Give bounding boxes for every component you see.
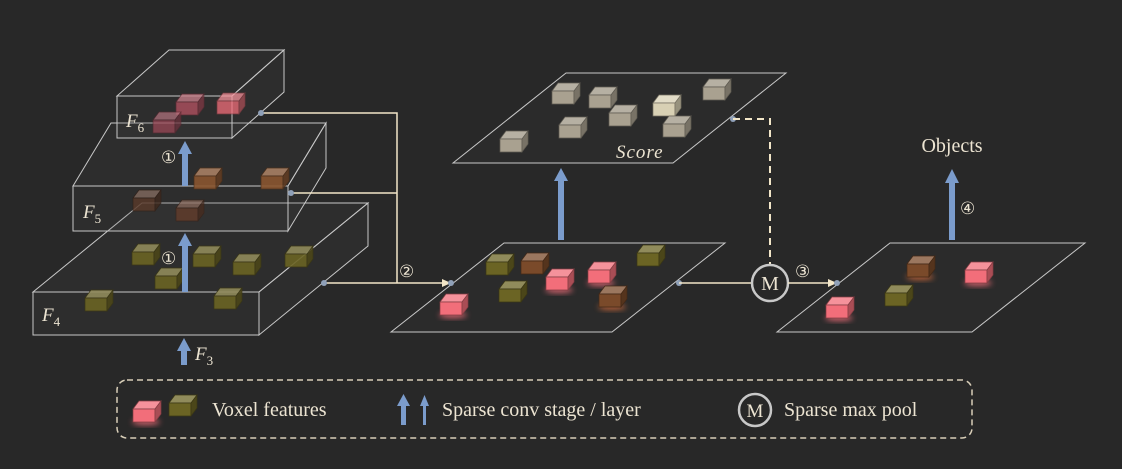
merged-plane-in-dot <box>448 280 454 286</box>
step-1-lower: ① <box>161 249 176 268</box>
voxel-cube <box>154 266 184 291</box>
voxel-cube <box>439 292 469 318</box>
score-to-pool-dashed <box>733 118 771 265</box>
voxel-cube <box>662 114 692 139</box>
voxel-cube <box>884 283 914 308</box>
voxel-cube <box>498 279 528 304</box>
voxel-cube <box>608 103 638 128</box>
voxel-cube <box>545 267 575 293</box>
f5-label: F5 <box>82 202 101 226</box>
voxel-cube <box>152 110 182 135</box>
f6-connect-dot <box>258 110 264 116</box>
conv-arrow-f5-f6 <box>178 141 192 186</box>
voxel-cube <box>587 260 617 286</box>
voxel-cube <box>260 166 290 191</box>
score-voxels <box>499 77 732 154</box>
f4-connect-dot <box>321 280 327 286</box>
step-1-upper: ① <box>161 148 176 167</box>
step-2: ② <box>399 262 414 281</box>
voxel-cube <box>551 81 581 106</box>
legend-conv-label: Sparse conv stage / layer <box>442 399 641 421</box>
step-3: ③ <box>795 262 810 281</box>
legend-pool-symbol: M <box>747 401 764 422</box>
max-pool-symbol: M <box>761 273 779 295</box>
legend-voxel-red <box>132 399 162 425</box>
conv-arrow-to-score <box>554 168 568 240</box>
voxel-cube <box>636 243 666 268</box>
voxel-cube <box>598 284 628 310</box>
objects-label: Objects <box>921 135 982 157</box>
legend-pool-label: Sparse max pool <box>784 399 918 421</box>
conv-arrow-f3-f4 <box>177 338 191 365</box>
f6-label: F6 <box>125 111 145 135</box>
legend-conv-arrow-icon <box>397 394 429 425</box>
legend-pool-icon <box>737 392 773 428</box>
score-label: Score <box>616 142 664 163</box>
voxel-cube <box>175 198 205 223</box>
objects-plane-in-dot <box>834 280 840 286</box>
voxel-cube <box>84 288 114 313</box>
voxel-cube <box>499 129 529 154</box>
pyramid-voxels <box>84 91 314 313</box>
voxel-cube <box>520 251 550 276</box>
voxel-cube <box>213 286 243 311</box>
conv-arrow-f4-f5 <box>178 233 192 292</box>
legend-box <box>116 379 973 439</box>
voxel-cube <box>131 242 161 267</box>
legend-voxel-swatches <box>132 393 198 425</box>
legend-voxel-olive <box>168 393 198 418</box>
voxel-cube <box>193 166 223 191</box>
legend-voxel-label: Voxel features <box>212 399 327 421</box>
voxel-cube <box>192 244 222 269</box>
voxel-cube <box>652 93 682 118</box>
f3-label: F3 <box>194 344 213 368</box>
merged-voxels <box>439 243 666 318</box>
f4-label: F4 <box>41 305 61 329</box>
voxel-cube <box>906 254 936 280</box>
voxel-cube <box>284 244 314 269</box>
voxel-cube <box>964 260 994 286</box>
step-4: ④ <box>960 199 975 218</box>
voxel-cube <box>825 295 855 321</box>
f5-connect-dot <box>288 190 294 196</box>
voxel-cube <box>216 91 246 116</box>
multiscale-connector <box>261 112 451 287</box>
voxel-cube <box>232 252 262 277</box>
voxel-cube <box>485 252 515 277</box>
voxel-cube <box>558 115 588 140</box>
objects-voxels <box>825 254 994 321</box>
conv-arrow-to-objects <box>945 169 959 240</box>
voxel-cube <box>588 85 618 110</box>
voxel-cube <box>132 188 162 213</box>
voxel-cube <box>702 77 732 102</box>
